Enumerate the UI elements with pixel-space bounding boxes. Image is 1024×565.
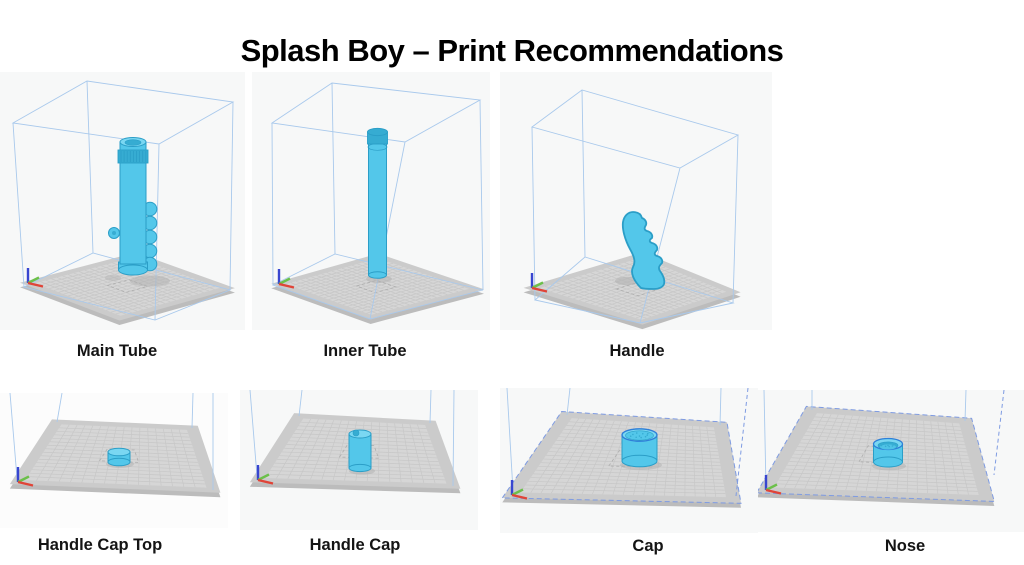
- viewport-cap: [501, 388, 749, 508]
- build-volume-wireframe: [270, 82, 484, 320]
- panel-handle-cap: [240, 390, 478, 530]
- slide-title: Splash Boy – Print Recommendations: [240, 32, 784, 68]
- caption-handle: Handle: [609, 342, 665, 360]
- build-volume-wireframe: [530, 89, 740, 324]
- build-volume-wireframe: [506, 388, 749, 497]
- build-volume-wireframe: [11, 80, 235, 321]
- model-handle-cap: [348, 429, 375, 475]
- model-nose: [872, 437, 906, 471]
- viewport-handle-cap-top: [9, 393, 221, 498]
- viewport-nose: [758, 390, 1005, 506]
- viewport-handle-cap: [249, 390, 461, 494]
- disallowed-border: [758, 405, 995, 502]
- xyz-axis-indicator-icon: [764, 475, 782, 495]
- model-handle-cap-top: [106, 447, 134, 468]
- xyz-axis-indicator-icon: [510, 480, 528, 500]
- model-main-tube: [105, 137, 170, 287]
- xyz-axis-indicator-icon: [16, 467, 34, 487]
- panel-cap: [500, 388, 758, 533]
- panel-inner-tube: [252, 72, 490, 330]
- build-volume-wireframe: [9, 393, 214, 490]
- xyz-axis-indicator-icon: [277, 269, 295, 289]
- disallowed-border: [501, 410, 742, 504]
- xyz-axis-indicator-icon: [26, 268, 44, 288]
- model-cap: [620, 428, 662, 470]
- panel-main-tube: [0, 72, 245, 330]
- caption-main-tube: Main Tube: [76, 342, 158, 360]
- build-plate: [523, 252, 741, 330]
- build-volume-wireframe: [763, 390, 1005, 489]
- model-handle: [615, 211, 666, 290]
- caption-handle-cap: Handle Cap: [309, 536, 401, 554]
- caption-nose: Nose: [884, 537, 926, 555]
- viewport-inner-tube: [270, 82, 484, 324]
- xyz-axis-indicator-icon: [530, 273, 548, 293]
- panel-handle: [500, 72, 772, 330]
- xyz-axis-indicator-icon: [256, 465, 274, 485]
- caption-handle-cap-top: Handle Cap Top: [37, 536, 163, 554]
- caption-cap: Cap: [632, 537, 664, 555]
- panel-nose: [758, 390, 1024, 532]
- viewport-handle: [523, 89, 741, 330]
- build-volume-wireframe: [249, 390, 455, 487]
- viewport-main-tube: [11, 80, 235, 326]
- model-inner-tube: [366, 127, 392, 283]
- panel-handle-cap-top: [0, 393, 228, 528]
- plate-center-marks: [355, 279, 398, 294]
- caption-inner-tube: Inner Tube: [323, 342, 407, 360]
